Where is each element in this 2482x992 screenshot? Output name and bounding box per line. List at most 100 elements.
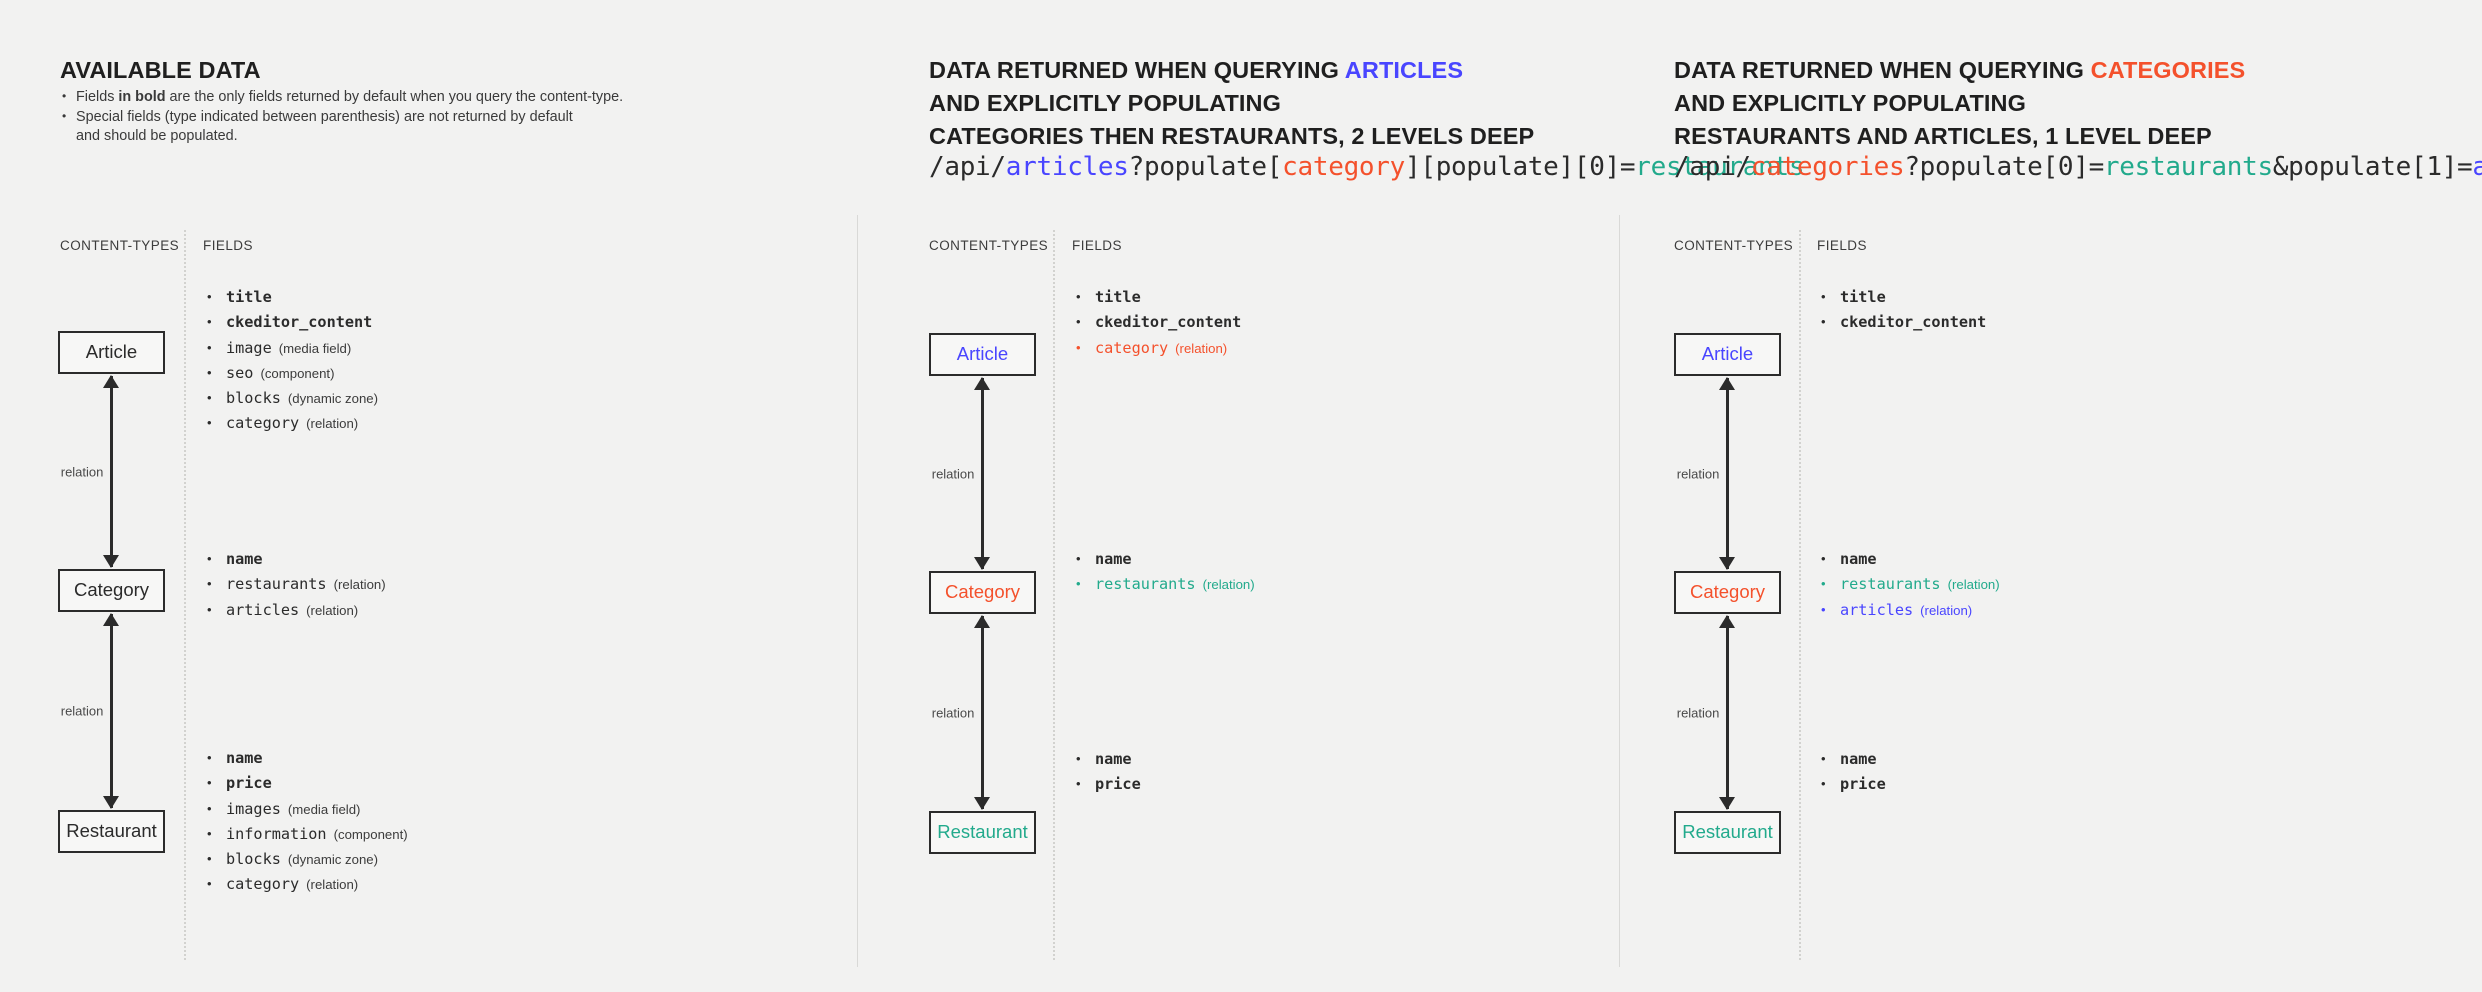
connector-line — [1726, 616, 1729, 809]
relation-label: relation — [931, 705, 975, 720]
heading-line-2: AND EXPLICITLY POPULATING — [1674, 89, 2026, 116]
caption-fields: FIELDS — [1817, 238, 1867, 253]
entity-box-article[interactable]: Article — [1674, 333, 1781, 376]
connector-category-restaurant: relation — [58, 613, 165, 809]
caption-content-types: CONTENT-TYPES — [1674, 238, 1794, 253]
field-type: (relation) — [1947, 577, 2000, 593]
field-group-article: title ckeditor_content — [1819, 288, 1987, 341]
arrowhead-up-icon — [1719, 615, 1735, 628]
arrowhead-up-icon — [974, 615, 990, 628]
endpoint-url: /api/categories?populate[0]=restaurants&… — [1674, 152, 2482, 182]
note-item-continuation: and should be populated. — [60, 127, 623, 147]
field-row: restaurants(relation) — [1074, 575, 1255, 593]
field-name: information — [226, 824, 327, 843]
entity-box-category[interactable]: Category — [58, 569, 165, 612]
url-token-base: /api/ — [929, 152, 1006, 182]
field-row: ckeditor_content — [205, 313, 378, 331]
note-text-pre: Special fields (type indicated between p… — [76, 108, 573, 125]
field-group-restaurant: name price images(media field) informati… — [205, 749, 408, 903]
heading-accent: ARTICLES — [1344, 56, 1464, 83]
field-type: (relation) — [1920, 602, 1973, 618]
caption-content-types: CONTENT-TYPES — [929, 238, 1049, 253]
field-name: price — [1840, 775, 1886, 794]
field-row: price — [1819, 775, 1886, 794]
note-text-bold: in bold — [118, 89, 166, 105]
field-row: image(media field) — [205, 338, 378, 357]
endpoint-url: /api/articles?populate[category][populat… — [929, 152, 1804, 182]
field-name: articles — [226, 600, 300, 619]
relation-label: relation — [60, 703, 104, 719]
field-row: restaurants(relation) — [205, 575, 386, 594]
field-group-category: name restaurants(relation) — [1074, 550, 1255, 603]
panel-heading: DATA RETURNED WHEN QUERYING ARTICLES AND… — [929, 54, 1534, 153]
field-name: ckeditor_content — [1840, 313, 1987, 332]
field-name: blocks — [226, 389, 281, 408]
field-name: restaurants — [226, 575, 327, 594]
arrowhead-up-icon — [1719, 377, 1735, 390]
field-type: (dynamic zone) — [287, 391, 379, 407]
url-token-base: /api/ — [1674, 152, 1751, 182]
arrowhead-down-icon — [1719, 557, 1735, 570]
note-item: Fields in bold are the only fields retur… — [60, 87, 623, 108]
field-name: name — [226, 749, 263, 767]
entity-box-category[interactable]: Category — [1674, 571, 1781, 614]
field-name: name — [226, 550, 263, 568]
heading-line-1: AVAILABLE DATA — [60, 56, 261, 83]
field-row: ckeditor_content — [1819, 313, 1987, 332]
url-token-restaurants: restaurants — [1635, 152, 1805, 182]
field-row: category(relation) — [1074, 338, 1241, 357]
field-type: (component) — [333, 826, 408, 842]
connector-line — [110, 376, 113, 567]
heading-accent: CATEGORIES — [2090, 56, 2246, 83]
entity-box-restaurant[interactable]: Restaurant — [58, 810, 165, 853]
relation-label: relation — [1676, 466, 1720, 481]
heading-line-3: RESTAURANTS AND ARTICLES, 1 LEVEL DEEP — [1674, 122, 2212, 149]
connector-category-restaurant: relation — [1674, 615, 1781, 810]
field-name: name — [1095, 550, 1132, 568]
field-row: name — [1074, 550, 1255, 568]
field-name: name — [1840, 550, 1877, 568]
entity-box-article[interactable]: Article — [58, 331, 165, 374]
field-name: image — [226, 338, 272, 357]
field-group-article: title ckeditor_content category(relation… — [1074, 288, 1241, 366]
field-row: articles(relation) — [1819, 601, 2000, 619]
relation-label: relation — [1676, 705, 1720, 720]
entity-box-article[interactable]: Article — [929, 333, 1036, 376]
field-row: blocks(dynamic zone) — [205, 850, 408, 868]
field-row: restaurants(relation) — [1819, 575, 2000, 593]
field-row: information (component) — [205, 824, 408, 843]
field-row: title — [1819, 288, 1986, 306]
field-row: blocks (dynamic zone) — [205, 389, 379, 408]
arrowhead-down-icon — [974, 557, 990, 570]
arrowhead-down-icon — [103, 796, 119, 809]
field-name: price — [226, 774, 272, 793]
field-row: seo(component) — [205, 364, 378, 382]
field-row: name — [1819, 750, 1886, 768]
entity-box-category[interactable]: Category — [929, 571, 1036, 614]
panel-separator — [1619, 215, 1620, 967]
relation-label: relation — [60, 464, 104, 479]
field-name: category — [226, 875, 300, 894]
entity-box-restaurant[interactable]: Restaurant — [929, 811, 1036, 854]
connector-line — [110, 614, 113, 808]
field-row: name — [1819, 550, 2000, 568]
connector-article-category: relation — [58, 375, 165, 568]
field-group-category: name restaurants(relation) articles(rela… — [1819, 550, 2000, 628]
connector-article-category: relation — [1674, 377, 1781, 570]
field-type: (relation) — [306, 877, 359, 893]
column-dotted-separator — [1799, 230, 1801, 960]
note-text-pre: Fields — [76, 89, 119, 105]
field-name: category — [1095, 338, 1169, 357]
url-token-query: ?populate[ — [1128, 152, 1283, 182]
field-group-restaurant: name price — [1819, 750, 1886, 803]
column-dotted-separator — [184, 230, 186, 960]
entity-box-restaurant[interactable]: Restaurant — [1674, 811, 1781, 854]
field-row: price — [1074, 775, 1141, 793]
field-row: articles(relation) — [205, 600, 386, 619]
field-name: title — [226, 288, 272, 306]
url-token-populate-1: &populate[1]= — [2272, 152, 2473, 182]
note-text-pre: and should be populated. — [76, 128, 238, 144]
url-token-articles: articles — [2472, 152, 2482, 182]
field-row: name — [205, 550, 386, 568]
